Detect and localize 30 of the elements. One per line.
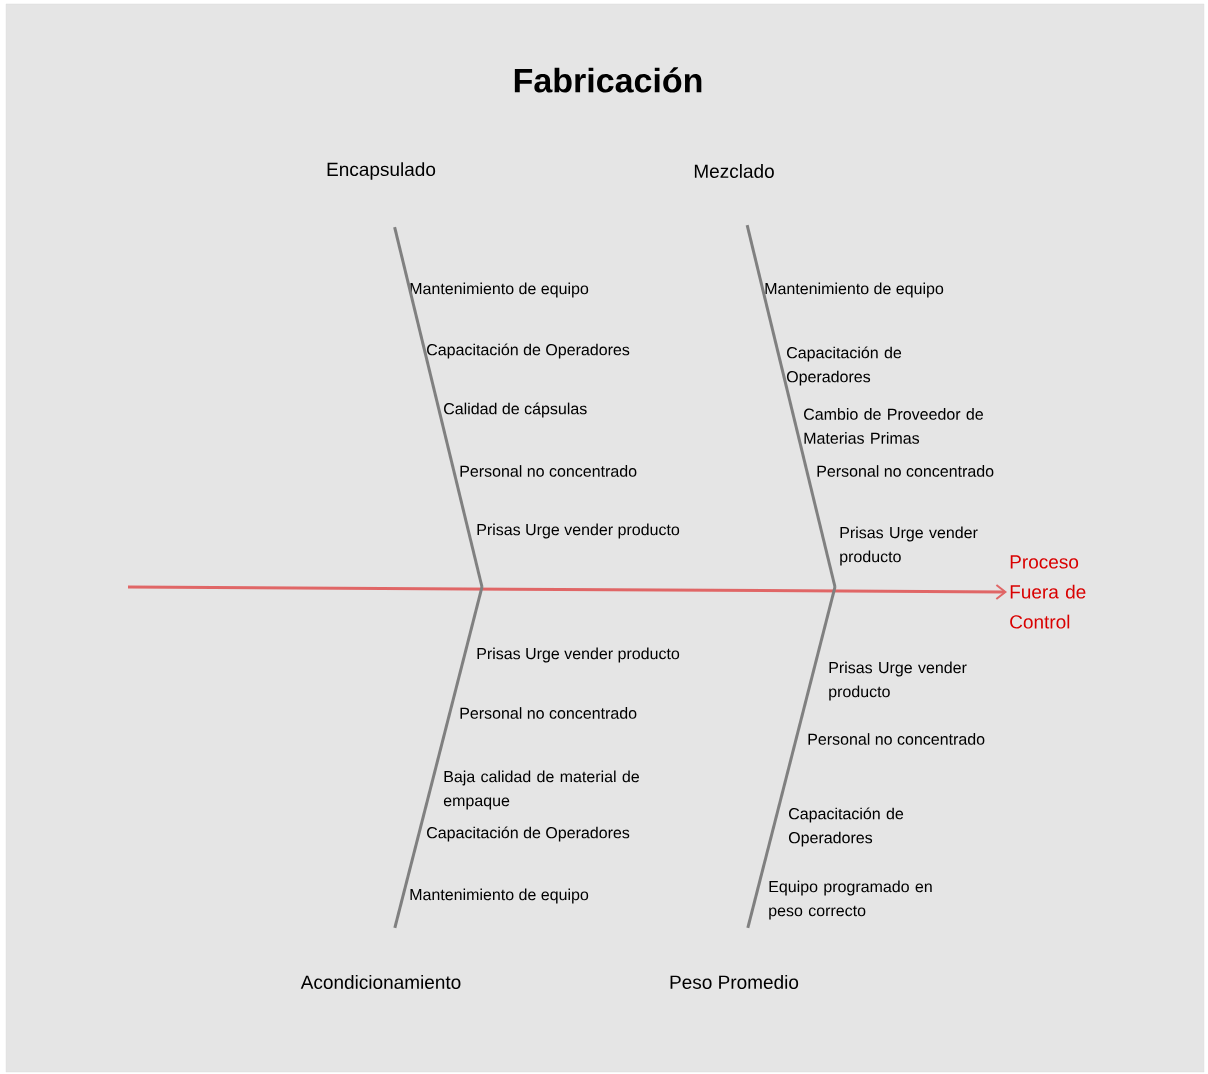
cause-label: Personal no concentrado [460, 465, 637, 477]
category-label: Peso Promedio [670, 975, 799, 989]
cause-label: Equipo programado en peso correcto [769, 880, 932, 920]
cause-label: Prisas Urge vender producto [829, 661, 967, 701]
category-label: Mezclado [694, 164, 774, 178]
bone-line [393, 586, 484, 929]
cause-label: Prisas Urge vender producto [840, 526, 978, 566]
cause-label: Capacitación de Operadores [788, 807, 904, 847]
cause-label: Capacitación de Operadores [786, 346, 902, 386]
title: Fabricación [514, 67, 702, 93]
cause-label: Calidad de cápsulas [444, 402, 587, 418]
effect-label: Proceso Fuera de Control [1010, 555, 1086, 629]
cause-label: Prisas Urge vender producto [477, 523, 680, 539]
cause-label: Personal no concentrado [808, 733, 985, 745]
cause-label: Mantenimiento de equipo [410, 888, 589, 904]
cause-label: Cambio de Proveedor de Materias Primas [804, 408, 983, 444]
cause-label: Prisas Urge vender producto [477, 647, 680, 663]
category-label: Acondicionamiento [300, 975, 461, 989]
spine-arrow [128, 583, 1007, 600]
cause-label: Baja calidad de material de empaque [443, 770, 639, 810]
cause-label: Capacitación de Operadores [427, 826, 630, 842]
bone-line [745, 224, 837, 588]
cause-label: Personal no concentrado [817, 465, 994, 477]
cause-label: Capacitación de Operadores [427, 343, 630, 359]
cause-label: Personal no concentrado [460, 707, 637, 719]
cause-label: Mantenimiento de equipo [765, 282, 944, 298]
bone-line [746, 586, 837, 929]
cause-label: Mantenimiento de equipo [410, 282, 589, 298]
category-label: Encapsulado [327, 162, 436, 180]
bone-line [393, 226, 484, 588]
